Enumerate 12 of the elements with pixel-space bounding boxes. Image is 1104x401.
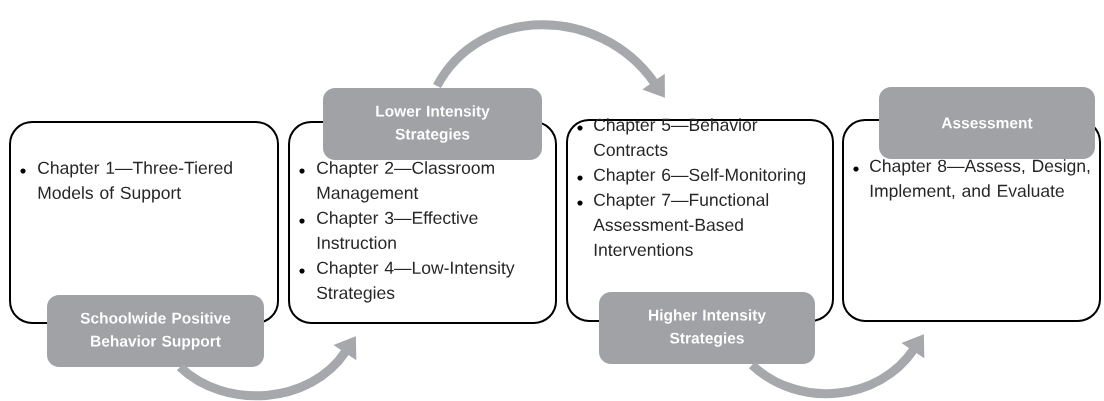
tab-label: Higher Intensity Strategies [599, 292, 815, 364]
chapter-item: Chapter 3—Effective Instruction [317, 211, 478, 250]
chapter-item: Chapter 6—Self-Monitoring [594, 168, 806, 185]
tab-label: Assessment [879, 87, 1095, 159]
chapter-item: Chapter 1—Three-Tiered Models of Support [38, 161, 232, 203]
chapter-item: Chapter 5—Behavior Contracts [594, 118, 758, 157]
chapter-item: Chapter 4—Low-Intensity Strategies [317, 261, 515, 303]
chapter-item: Chapter 2—Classroom Management [317, 161, 494, 203]
tab-label: Schoolwide Positive Behavior Support [47, 295, 264, 367]
chapter-item: Chapter 8—Assess, Design, Implement, and Evaluate [870, 159, 1090, 201]
chapter-item: Chapter 7—Functional Assessment-Based Interventions [593, 193, 769, 257]
tab-label: Lower Intensity Strategies [323, 88, 542, 160]
